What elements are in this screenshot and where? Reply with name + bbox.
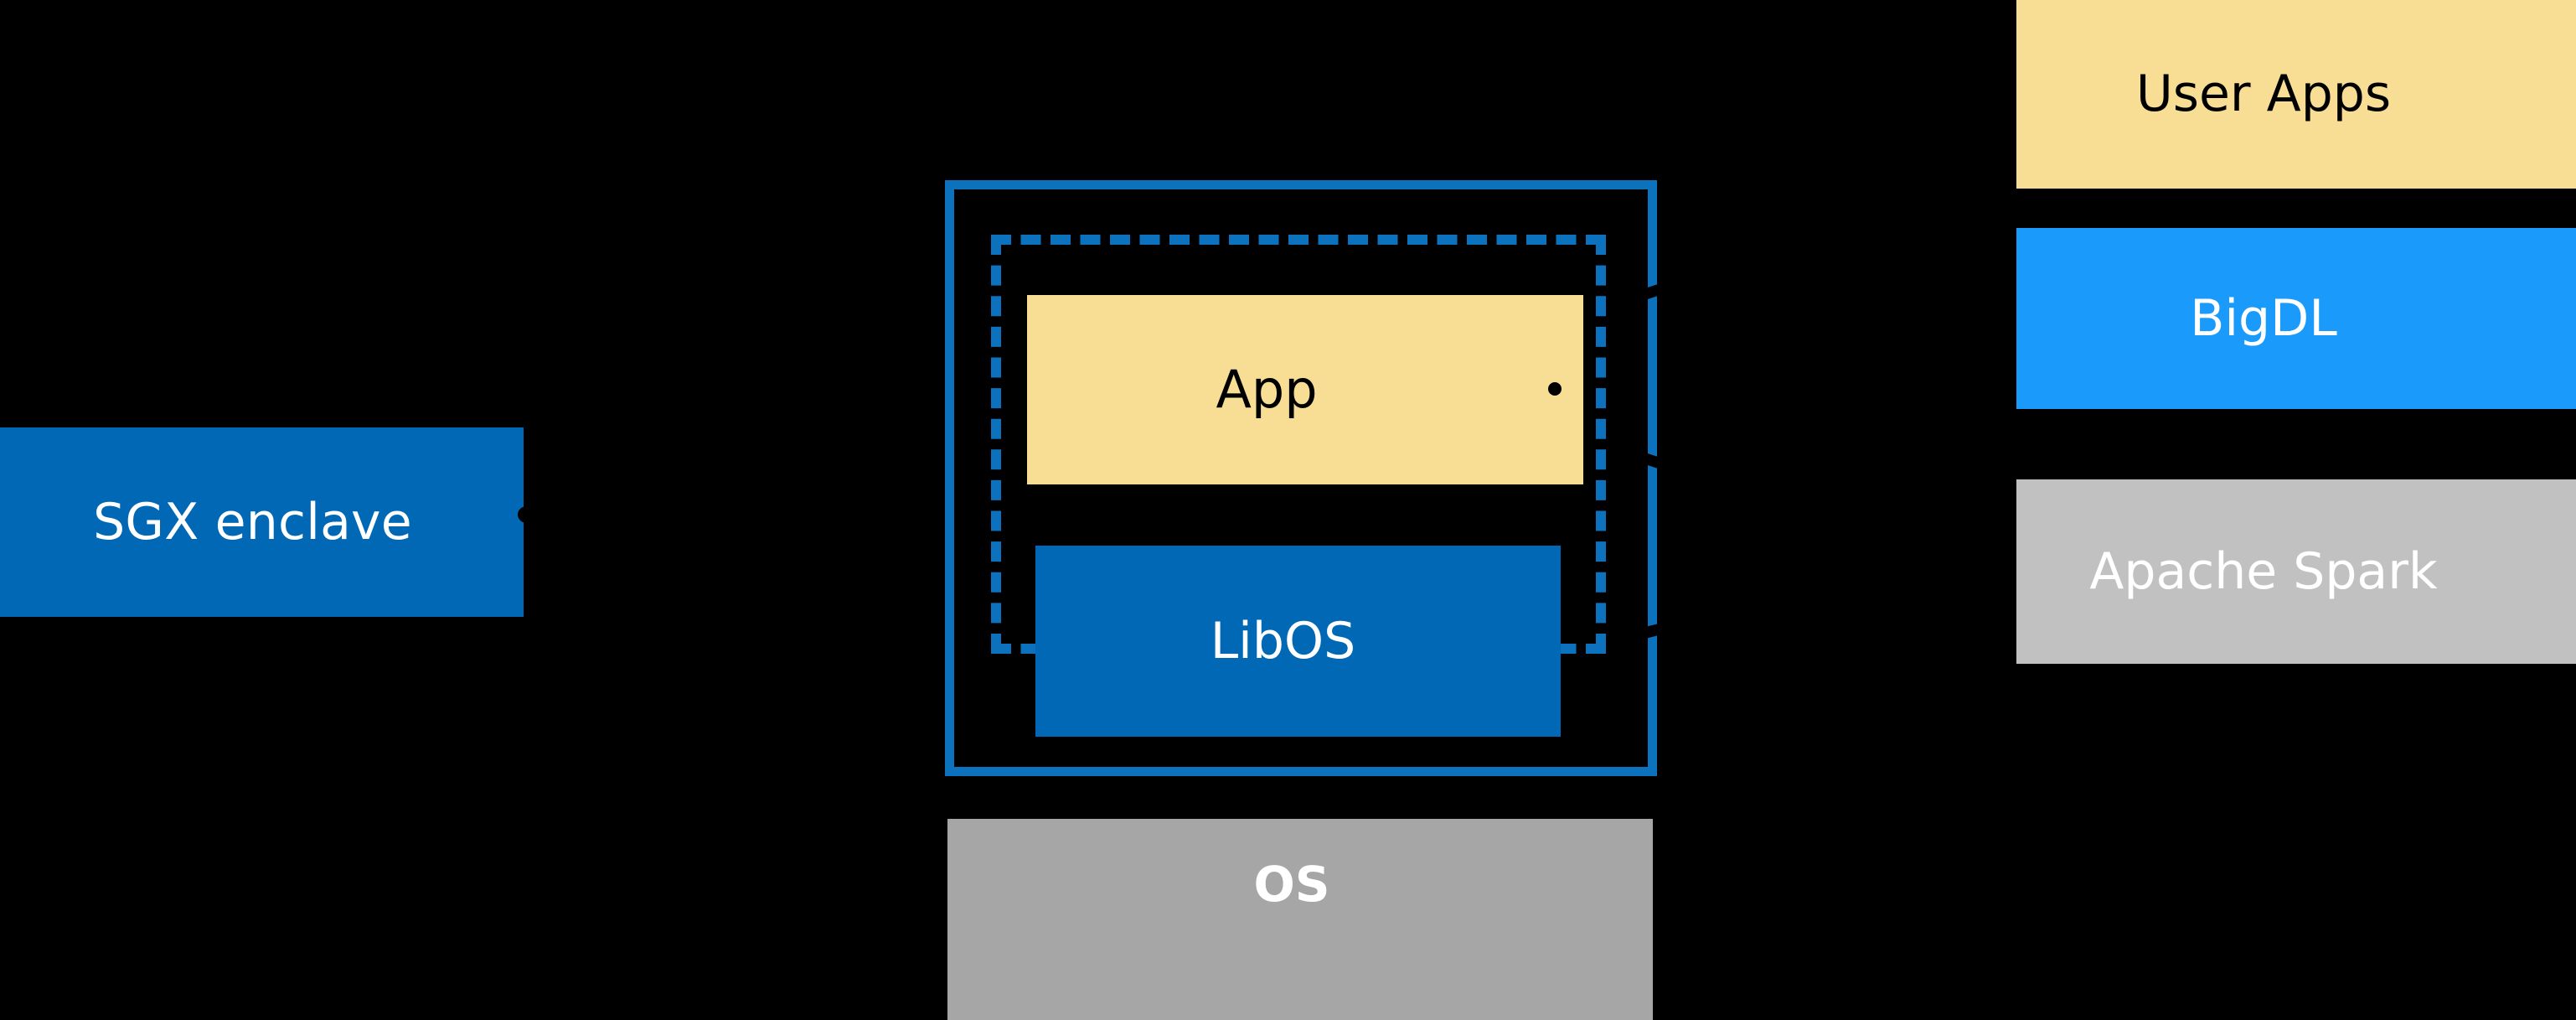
os-box: OS <box>947 819 1653 1020</box>
apache-spark-label: Apache Spark <box>2089 541 2438 601</box>
sgx-enclave-label: SGX enclave <box>93 492 412 551</box>
os-label: OS <box>1253 856 1330 913</box>
app-box: App <box>1027 295 1583 484</box>
sgx-enclave-box: SGX enclave <box>0 427 524 617</box>
user-apps-label: User Apps <box>2135 65 2392 123</box>
bigdl-label: BigDL <box>2190 288 2337 348</box>
sgx-enclave-frame <box>945 180 1657 776</box>
sgx-enclave-connector-dot <box>518 506 536 523</box>
libos-box: LibOS <box>1035 546 1561 737</box>
user-apps-box: User Apps <box>2016 0 2576 189</box>
apache-spark-box: Apache Spark <box>2016 479 2576 664</box>
bigdl-box: BigDL <box>2016 228 2576 409</box>
app-label: App <box>1216 359 1318 421</box>
libos-label: LibOS <box>1210 611 1356 671</box>
app-connector-dot <box>1548 382 1562 396</box>
